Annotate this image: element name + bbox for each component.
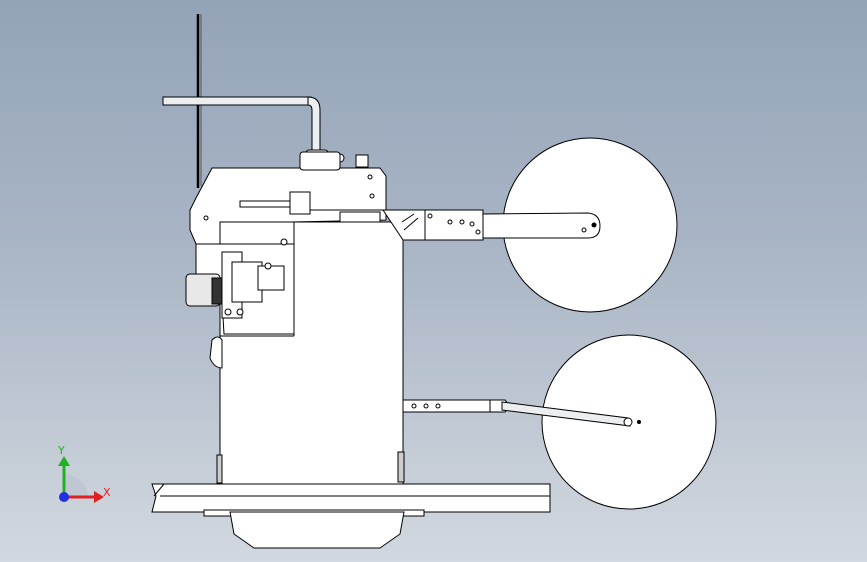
x-axis-label: X (103, 486, 111, 499)
lower-reel-arm (402, 334, 717, 510)
y-axis-head (58, 456, 70, 466)
triad-plane-shading (64, 474, 88, 497)
y-axis-label: Y (57, 444, 65, 457)
x-axis-head (94, 491, 104, 503)
bottom-support (229, 511, 405, 549)
coordinate-triad: Y X (40, 440, 120, 520)
front-mechanism (185, 238, 295, 369)
base-plate (151, 483, 551, 517)
z-axis-dot (59, 492, 69, 502)
upper-reel-arm (382, 137, 678, 313)
